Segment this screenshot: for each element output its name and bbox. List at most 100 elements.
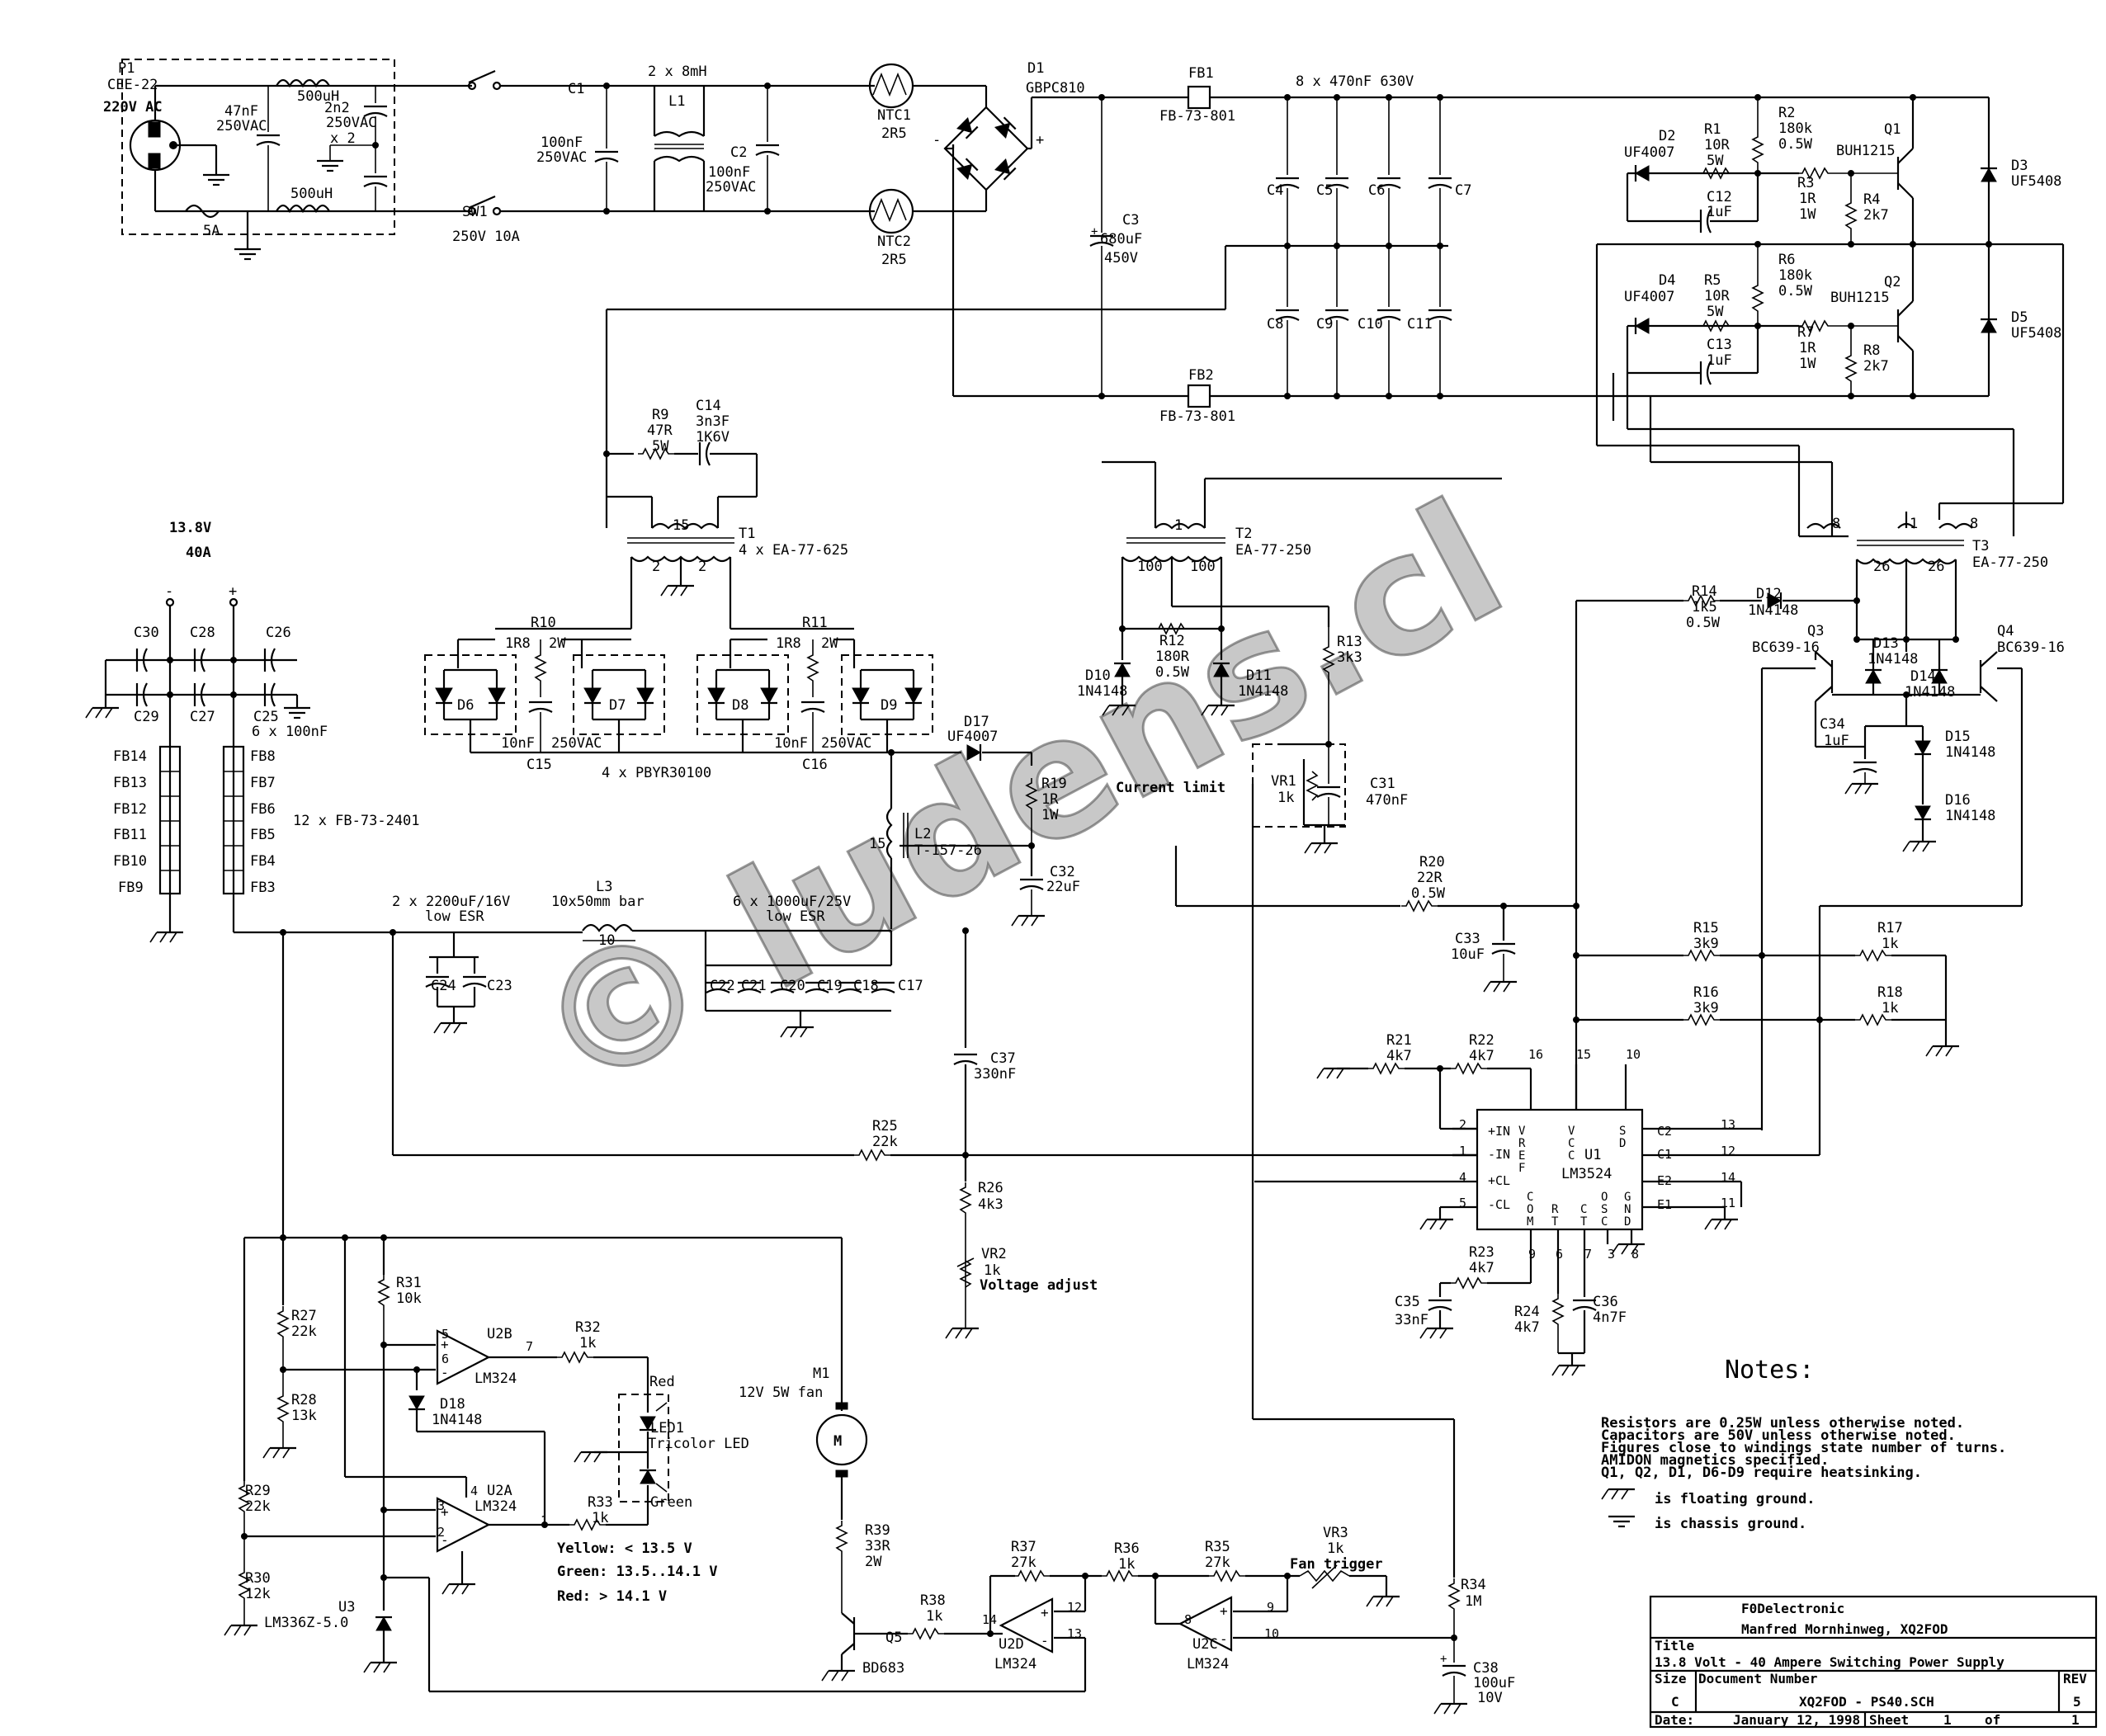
- component-label-68: 10R: [1704, 288, 1730, 304]
- svg-text:O: O: [1527, 1203, 1533, 1216]
- component-label-121: D17: [964, 714, 989, 730]
- component-label-275: U2D: [999, 1636, 1024, 1653]
- component-label-212: C37: [990, 1050, 1016, 1067]
- component-label-45: R1: [1704, 121, 1721, 138]
- svg-text:+: +: [1440, 1653, 1447, 1666]
- component-label-61: UF5408: [2011, 173, 2061, 190]
- component-label-26: GBPC810: [1026, 80, 1085, 97]
- component-label-7: 250VAC: [326, 115, 376, 131]
- component-label-0: P1: [118, 60, 135, 77]
- component-label-171: R17: [1877, 920, 1903, 936]
- component-label-194: FB4: [250, 853, 276, 870]
- component-label-217: 4k3: [978, 1196, 1003, 1213]
- component-label-108: 1R8: [776, 635, 801, 652]
- component-label-257: R30: [245, 1570, 271, 1587]
- component-label-167: C33: [1455, 931, 1480, 947]
- component-label-146: 1k5: [1692, 599, 1717, 616]
- component-label-252: LM324: [475, 1498, 517, 1515]
- component-label-147: 0.5W: [1686, 615, 1721, 631]
- component-label-117: 10nF: [774, 735, 808, 752]
- component-label-3: 47nF: [224, 103, 258, 120]
- component-label-172: 1k: [1882, 936, 1898, 952]
- pin-label-22: 3: [1608, 1247, 1615, 1262]
- pin-label-20: 6: [1556, 1247, 1563, 1262]
- component-label-33: C4: [1267, 182, 1283, 199]
- component-label-162: D16: [1945, 792, 1971, 809]
- component-label-219: 1k: [984, 1262, 1000, 1279]
- component-label-62: R6: [1778, 252, 1795, 268]
- component-label-184: FB14: [113, 748, 147, 765]
- title-block-of-label: of: [1985, 1712, 2000, 1728]
- component-label-264: M1: [813, 1366, 829, 1382]
- component-label-207: C21: [741, 978, 767, 994]
- svg-text:D: D: [1624, 1215, 1631, 1229]
- svg-text:M: M: [833, 1433, 842, 1450]
- component-label-187: FB11: [113, 827, 147, 843]
- component-label-35: C6: [1368, 182, 1385, 199]
- component-label-20: 250VAC: [706, 179, 756, 196]
- component-label-139: 3k3: [1337, 649, 1362, 666]
- component-label-255: R29: [245, 1483, 271, 1499]
- component-label-286: R34: [1461, 1577, 1486, 1593]
- component-label-140: Current limit: [1116, 780, 1225, 796]
- component-label-165: 22R: [1417, 870, 1443, 886]
- component-label-126: L2: [914, 826, 931, 842]
- component-label-107: R11: [802, 615, 828, 631]
- pin-label-31: 14: [982, 1612, 997, 1627]
- component-label-277: R36: [1114, 1540, 1140, 1557]
- component-label-119: C16: [802, 757, 828, 773]
- component-label-251: U2A: [487, 1483, 512, 1499]
- component-label-76: 1uF: [1707, 352, 1732, 369]
- svg-text:D: D: [1619, 1137, 1626, 1150]
- component-label-232: 4k7: [1514, 1319, 1540, 1336]
- component-label-271: R38: [920, 1592, 946, 1609]
- dc-bus-section: +: [605, 85, 1989, 528]
- component-label-28: FB-73-801: [1159, 108, 1235, 125]
- component-label-131: R12: [1159, 633, 1185, 649]
- component-label-41: FB2: [1188, 367, 1214, 384]
- component-label-1: CEE-22: [107, 77, 158, 93]
- component-label-89: 4 x EA-77-625: [739, 542, 848, 559]
- component-label-141: VR1: [1271, 773, 1296, 790]
- component-label-267: 33R: [865, 1538, 890, 1554]
- svg-text:C: C: [1527, 1191, 1533, 1204]
- mains-input-section: +-: [121, 59, 1188, 396]
- component-label-37: C8: [1267, 316, 1283, 333]
- component-label-25: D1: [1027, 60, 1044, 77]
- component-label-236: 10k: [396, 1290, 422, 1307]
- note-line-5: Q1, Q2, D1, D6-D9 require heatsinking.: [1601, 1465, 1922, 1481]
- title-block-docnum: XQ2FOD - PS40.SCH: [1799, 1694, 1934, 1710]
- svg-text:E: E: [1518, 1149, 1525, 1163]
- component-label-120: 4 x PBYR30100: [602, 765, 711, 781]
- component-label-209: C19: [817, 978, 843, 994]
- component-label-183: 6 x 100nF: [252, 724, 328, 740]
- component-label-8: x 2: [330, 130, 356, 147]
- component-label-123: R19: [1041, 776, 1067, 792]
- title-block-date: January 12, 1998: [1733, 1712, 1860, 1728]
- pin-label-27: 3: [437, 1498, 445, 1513]
- output-current: 40A: [186, 545, 211, 561]
- component-label-250: Green: [650, 1494, 692, 1511]
- component-label-63: 180k: [1778, 267, 1812, 284]
- svg-text:V: V: [1518, 1125, 1526, 1138]
- component-label-235: R31: [396, 1275, 422, 1291]
- component-label-143: C31: [1370, 776, 1395, 792]
- title-block-date-label: Date:: [1655, 1712, 1694, 1728]
- component-label-135: 1N4148: [1077, 683, 1127, 700]
- component-label-283: VR3: [1323, 1525, 1348, 1541]
- pin-label-15: C2: [1657, 1124, 1672, 1139]
- component-label-156: D14: [1910, 668, 1936, 685]
- component-label-218: VR2: [981, 1246, 1007, 1262]
- component-label-159: 1uF: [1824, 733, 1849, 749]
- component-label-211: C17: [898, 978, 923, 994]
- component-label-179: C26: [266, 625, 291, 641]
- component-label-276: LM324: [994, 1656, 1036, 1672]
- pin-label-7: -CL: [1488, 1197, 1510, 1212]
- svg-text:M: M: [1527, 1215, 1533, 1229]
- component-label-50: 0.5W: [1778, 136, 1813, 153]
- component-label-290: 10V: [1477, 1690, 1503, 1706]
- component-label-125: 1W: [1041, 807, 1059, 823]
- component-label-244: 13k: [291, 1408, 317, 1424]
- component-label-210: C18: [853, 978, 879, 994]
